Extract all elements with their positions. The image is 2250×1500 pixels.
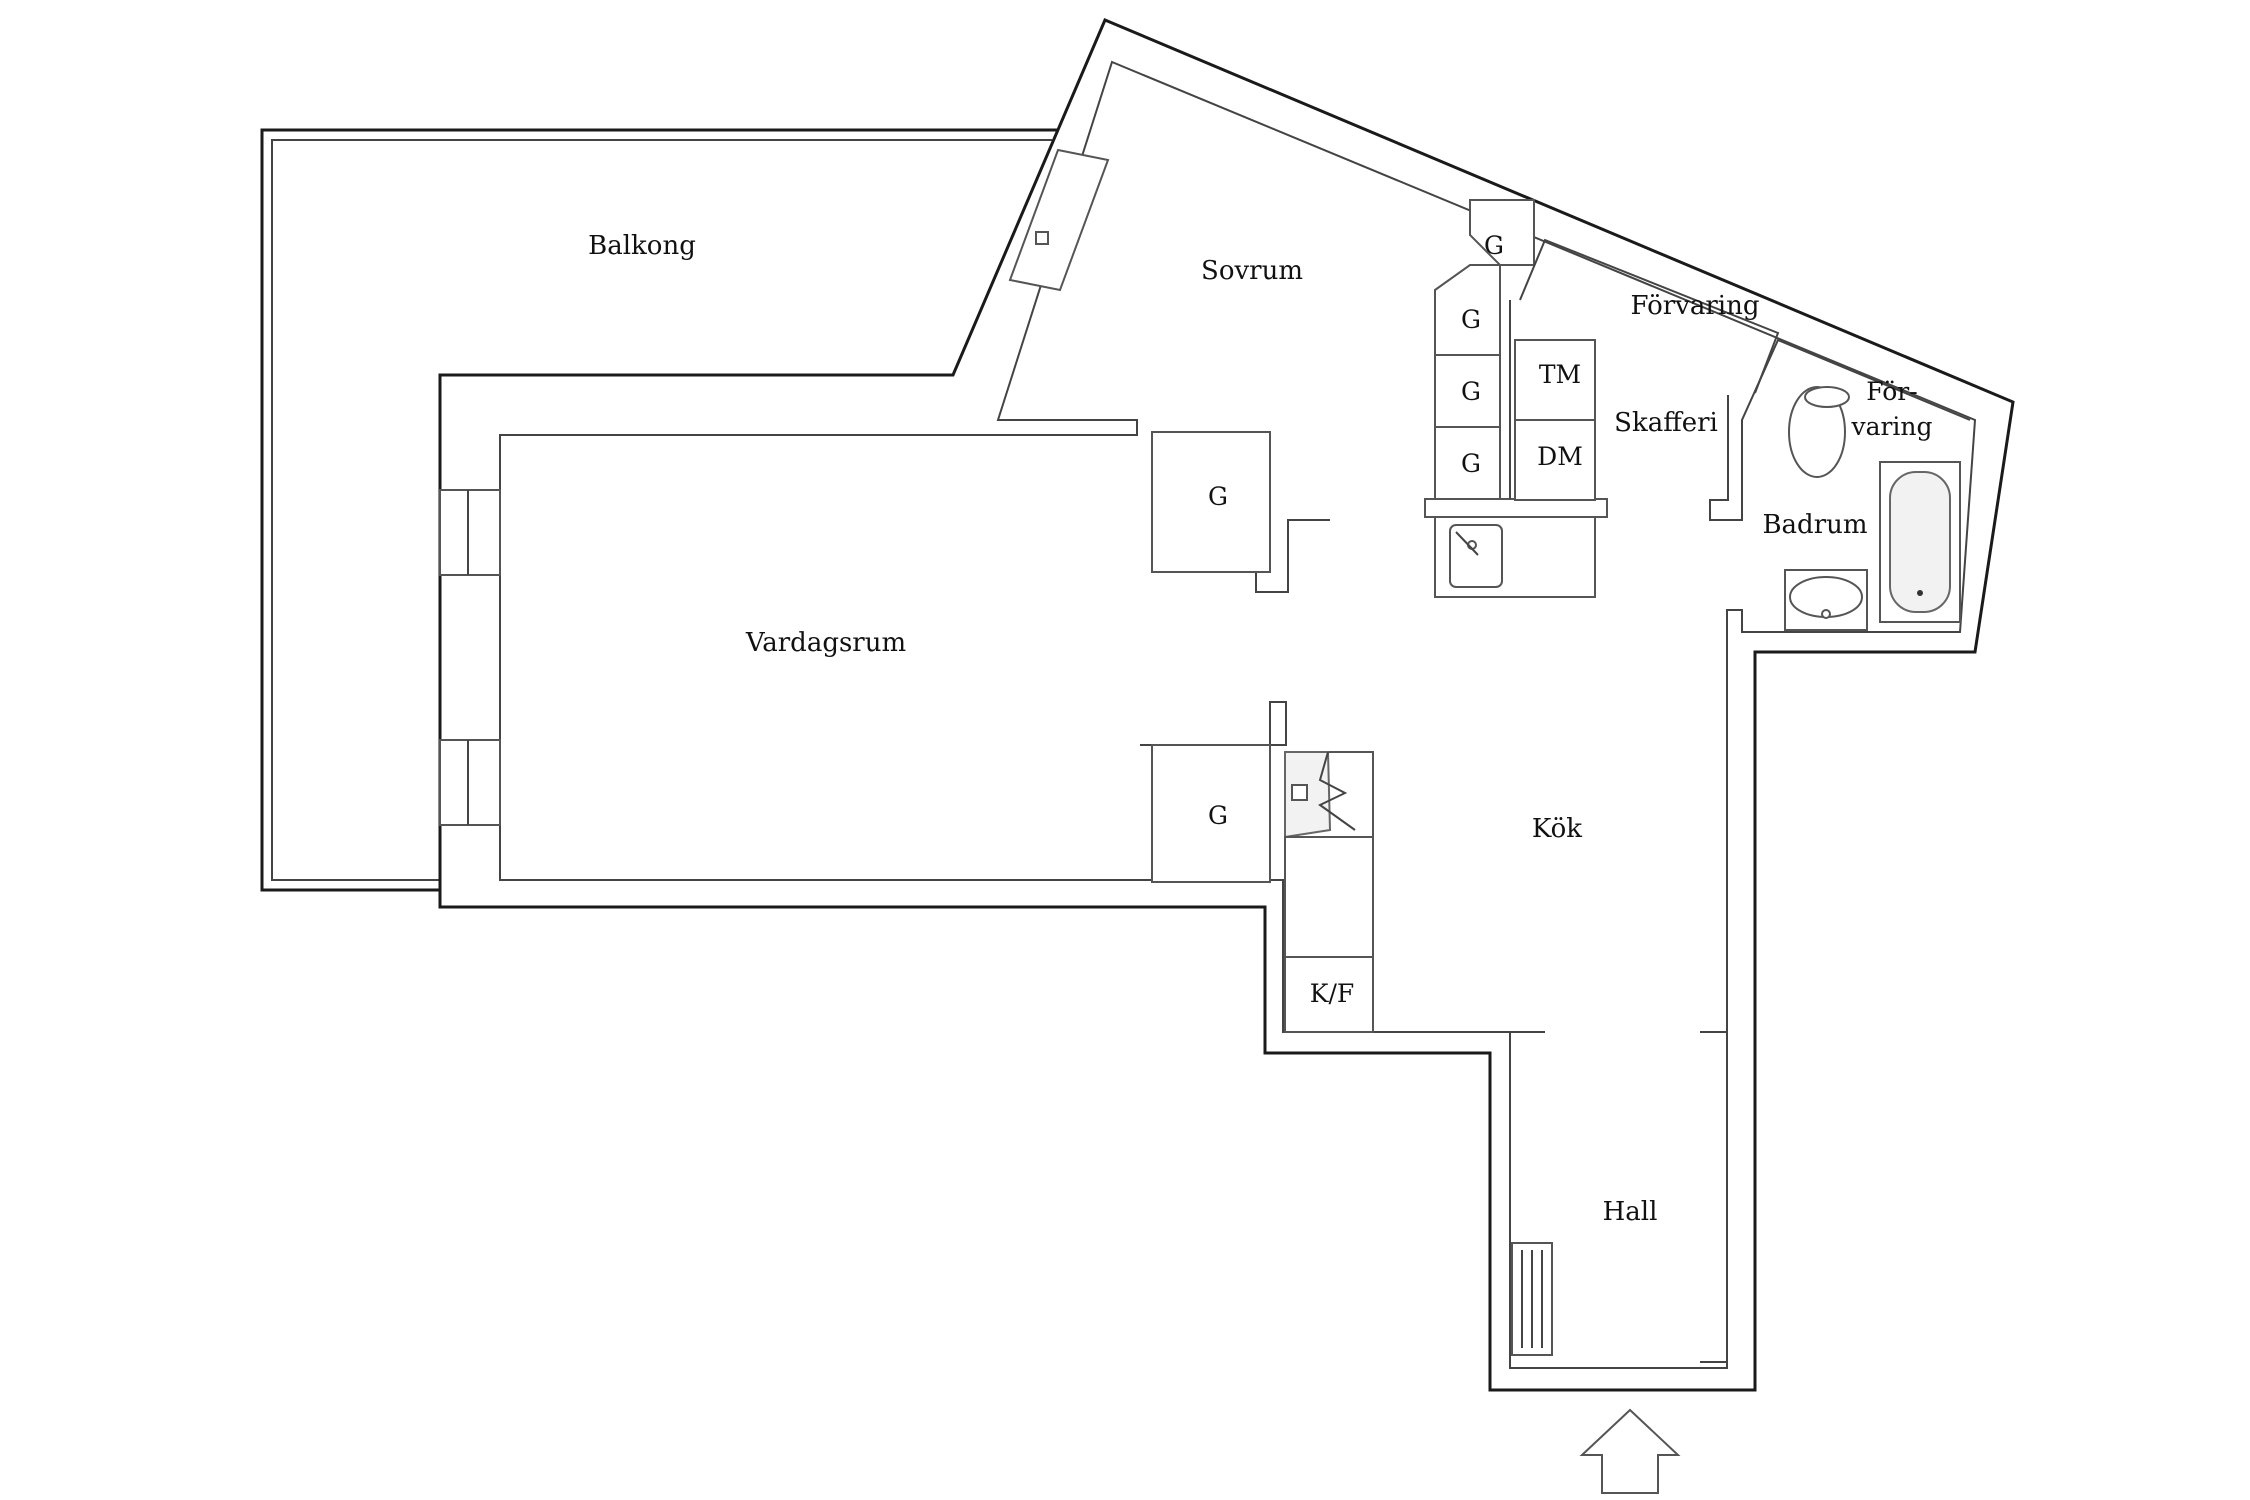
- room-label-forvaring-2-line2: varing: [1851, 411, 1933, 441]
- closet-label-6: G: [1208, 800, 1228, 830]
- wardrobe-block: [1424, 199, 1608, 598]
- room-label-sovrum: Sovrum: [1201, 256, 1303, 287]
- dm-label: DM: [1537, 441, 1583, 471]
- closet-label-1: G: [1484, 230, 1504, 260]
- interior-walls: [1140, 431, 1330, 883]
- hall-radiator: [1511, 1242, 1553, 1356]
- hall-walls: [1509, 1031, 1727, 1368]
- closet-label-5: G: [1208, 481, 1228, 511]
- room-label-hall: Hall: [1602, 1197, 1658, 1228]
- closet-label-3: G: [1461, 376, 1481, 406]
- outer-walls: [438, 18, 2015, 1392]
- tm-label: TM: [1538, 359, 1582, 389]
- bathroom-fixtures: [1784, 386, 1961, 631]
- room-label-vardagsrum: Vardagsrum: [745, 628, 907, 659]
- kitchen-appliances: [1284, 751, 1374, 1033]
- kitchen-sink: [1449, 524, 1503, 588]
- balcony-doors: [439, 148, 1110, 826]
- entrance-arrow-icon: [1579, 1408, 1681, 1494]
- storage-pantry: [1509, 238, 1971, 521]
- room-label-skafferi: Skafferi: [1614, 408, 1718, 439]
- room-label-forvaring: Förvaring: [1630, 291, 1760, 322]
- room-label-kok: Kök: [1531, 814, 1583, 845]
- kf-label: K/F: [1309, 978, 1355, 1008]
- balcony-outline: [260, 128, 1058, 892]
- room-label-balkong: Balkong: [588, 231, 696, 262]
- room-label-badrum: Badrum: [1762, 510, 1868, 541]
- closet-label-4: G: [1461, 448, 1481, 478]
- room-label-forvaring-2-line1: För-: [1866, 376, 1918, 406]
- closet-label-2: G: [1461, 304, 1481, 334]
